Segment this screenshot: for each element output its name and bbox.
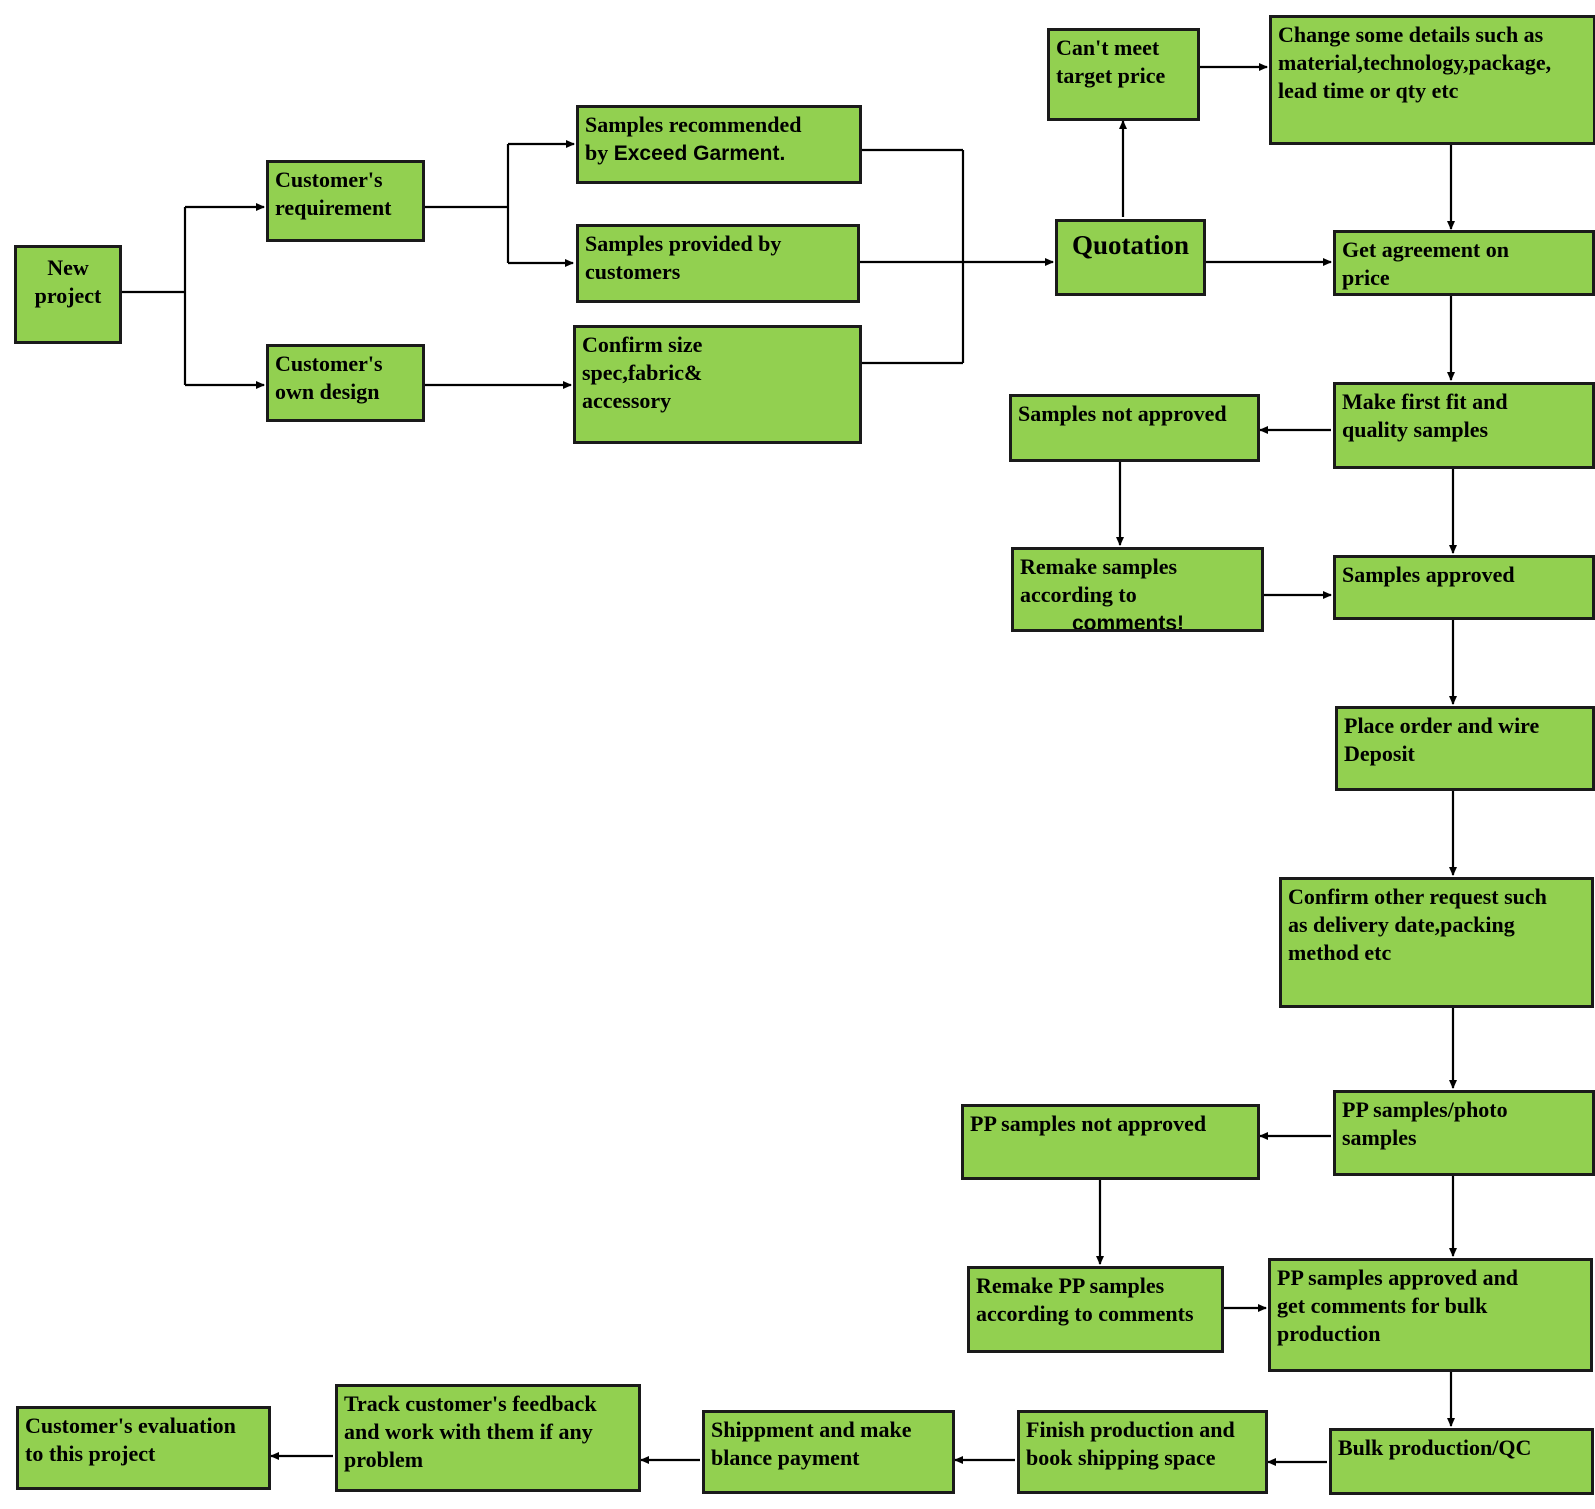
node-cant-meet-target-price: Can't meet target price [1047,28,1200,121]
node-pp-samples-photo: PP samples/photo samples [1333,1090,1595,1176]
node-samples-not-approved: Samples not approved [1009,394,1260,462]
node-change-details: Change some details such as material,tec… [1269,15,1595,145]
node-customer-evaluation: Customer's evaluation to this project [16,1406,271,1490]
node-bulk-production-qc: Bulk production/QC [1329,1428,1594,1495]
remake-samples-text: Remake samples according to [1020,554,1178,607]
exceed-garment-name: Exceed Garment. [613,142,786,165]
node-confirm-size-spec: Confirm size spec,fabric& accessory [573,325,862,444]
node-customers-requirement: Customer's requirement [266,160,425,242]
node-samples-recommended: Samples recommended by Exceed Garment. [576,105,862,184]
remake-samples-comments: comments! [1072,612,1185,632]
node-remake-samples: Remake samples according to comments! [1011,547,1264,632]
node-confirm-other-request: Confirm other request such as delivery d… [1279,877,1594,1008]
node-new-project: New project [14,245,122,344]
node-remake-pp-samples: Remake PP samples according to comments [967,1266,1224,1353]
node-quotation: Quotation [1055,219,1206,296]
node-samples-approved: Samples approved [1333,555,1595,620]
node-make-first-fit: Make first fit and quality samples [1333,382,1595,469]
node-samples-provided: Samples provided by customers [576,224,860,303]
node-customers-own-design: Customer's own design [266,344,425,422]
samples-recommended-text: Samples recommended by [585,112,802,165]
node-pp-samples-not-approved: PP samples not approved [961,1104,1260,1180]
node-shippment-payment: Shippment and make blance payment [702,1410,955,1494]
node-get-agreement: Get agreement on price [1333,230,1595,296]
node-track-feedback: Track customer's feedback and work with … [335,1384,641,1492]
node-pp-samples-approved: PP samples approved and get comments for… [1268,1258,1593,1372]
node-place-order: Place order and wire Deposit [1335,706,1595,791]
node-finish-production: Finish production and book shipping spac… [1017,1410,1268,1494]
